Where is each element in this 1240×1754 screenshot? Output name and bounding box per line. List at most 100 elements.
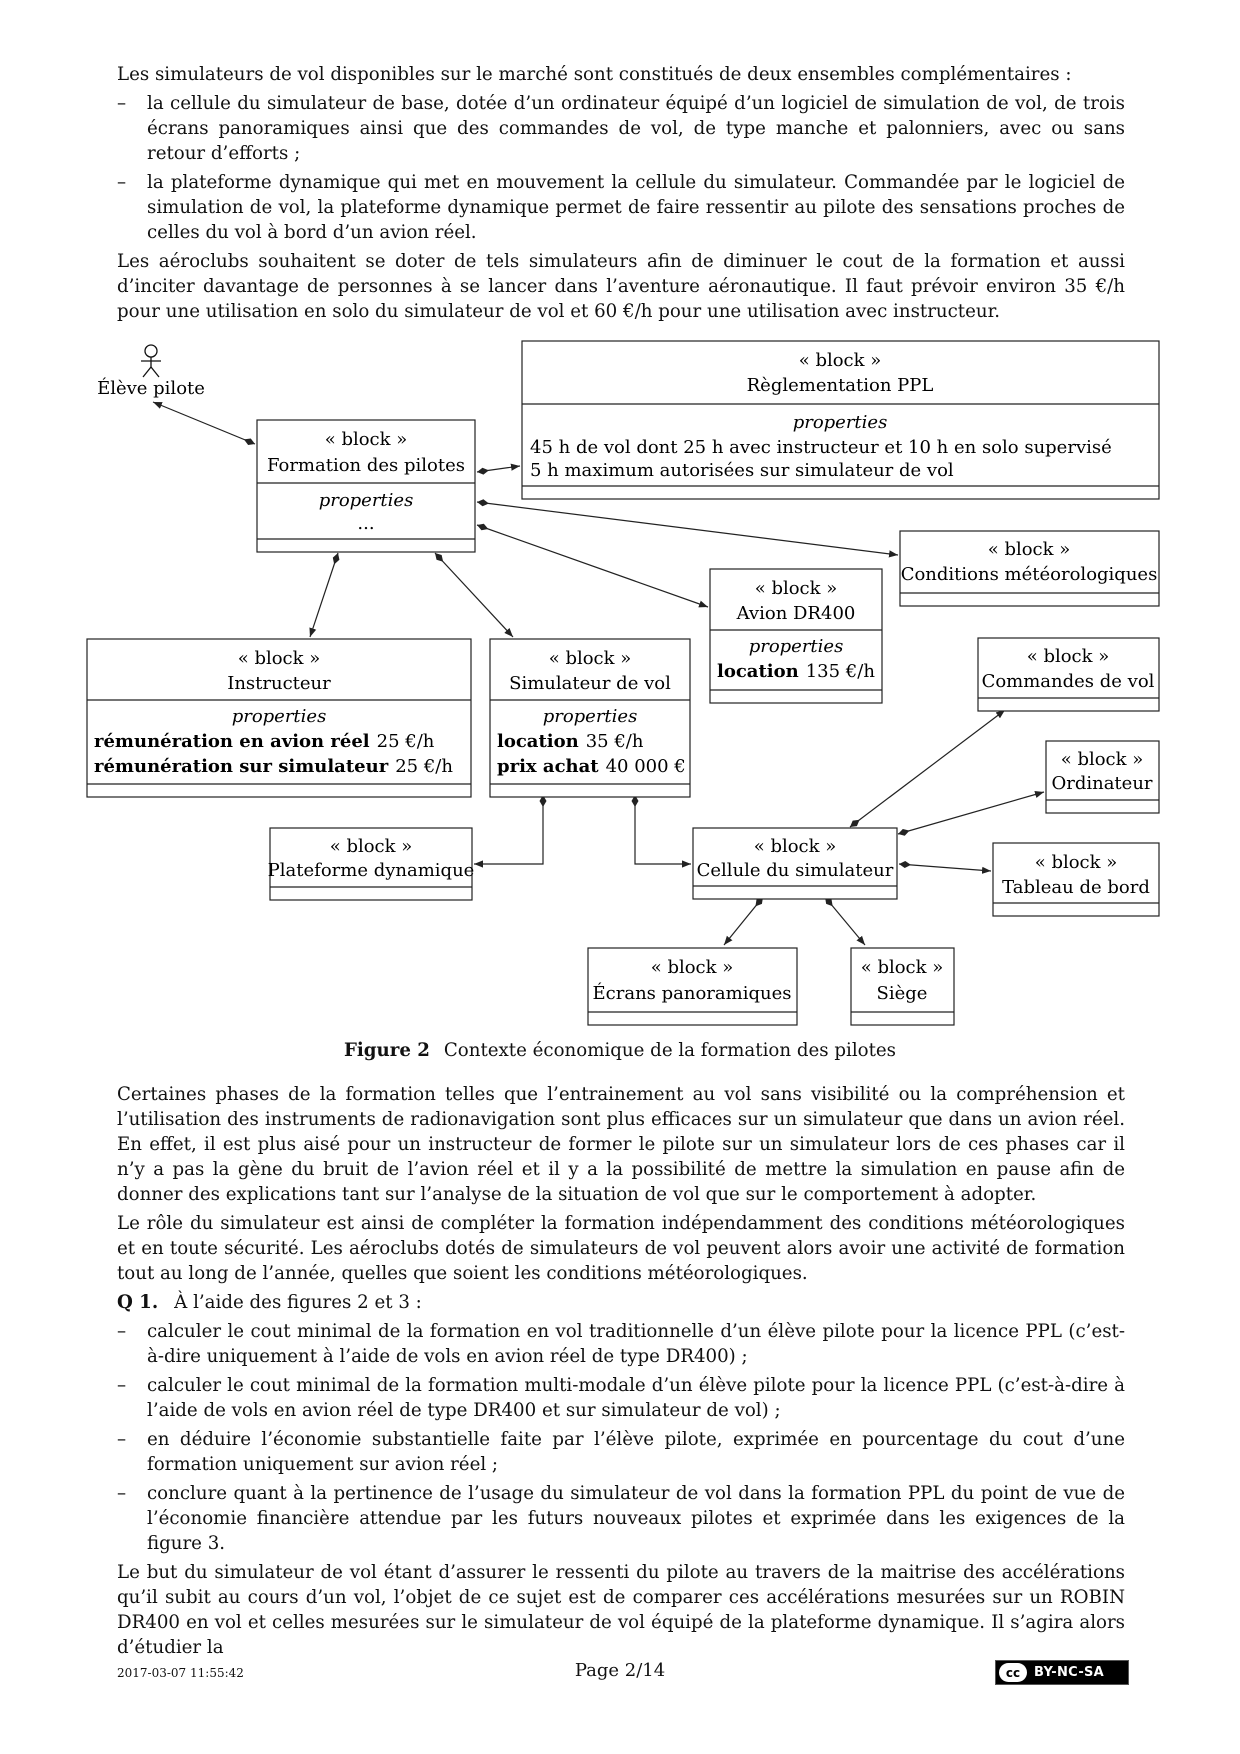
property-key: rémunération sur simulateur <box>94 756 389 777</box>
property-key: rémunération en avion réel <box>94 731 370 752</box>
block-conditions-meteorologiques <box>899 530 1160 607</box>
block-stereotype: « block » <box>549 648 632 669</box>
question-bullet: –calculer le cout minimal de la formatio… <box>117 1321 1125 1367</box>
block-stereotype: « block » <box>1061 749 1144 770</box>
actor-head <box>144 344 158 358</box>
properties-label: properties <box>793 412 888 433</box>
block-ecrans-panoramiques <box>587 947 798 1026</box>
properties-label: properties <box>749 636 844 657</box>
question-lead: À l’aide des figures 2 et 3 : <box>174 1292 422 1313</box>
license-badge: cc BY-NC-SA <box>995 1660 1129 1685</box>
question-bullet-text: calculer le cout minimal de la formation… <box>147 1375 1125 1421</box>
link-simulateur-cellule <box>631 795 691 868</box>
question-bullet: –en déduire l’économie substantielle fai… <box>117 1429 1125 1475</box>
block-commandes-de-vol <box>977 637 1160 712</box>
property-line: ... <box>357 513 374 534</box>
block-name: Cellule du simulateur <box>697 860 894 881</box>
block-stereotype: « block » <box>325 429 408 450</box>
intro-bullet: –la cellule du simulateur de base, dotée… <box>117 93 1125 164</box>
block-formation-des-pilotes <box>256 419 476 553</box>
block-plateforme-dynamique <box>269 827 473 901</box>
creative-commons-icon: cc <box>999 1663 1027 1682</box>
property-value: 25 €/h <box>377 731 435 752</box>
question-bullet-text: calculer le cout minimal de la formation… <box>147 1321 1125 1367</box>
property-value: 135 €/h <box>806 661 876 682</box>
closing-paragraph: Le but du simulateur de vol étant d’assu… <box>117 1562 1125 1658</box>
block-name: Règlementation PPL <box>747 375 934 396</box>
block-instructeur <box>86 638 472 798</box>
link-eleve-formation <box>152 401 256 445</box>
property-value: 35 €/h <box>586 731 644 752</box>
block-name: Ordinateur <box>1051 773 1152 794</box>
block-stereotype: « block » <box>238 648 321 669</box>
actor-eleve-pilote <box>141 344 161 378</box>
block-stereotype: « block » <box>754 836 837 857</box>
figure-label: Figure 2 <box>343 1040 430 1061</box>
block-name: Plateforme dynamique <box>268 860 475 881</box>
property-line: rémunération en avion réel 25 €/h <box>94 731 435 752</box>
body-section: Certaines phases de la formation telles … <box>117 1082 1125 1664</box>
link-cellule-ordinateur <box>897 791 1045 836</box>
body-paragraph: Le rôle du simulateur est ainsi de compl… <box>117 1213 1125 1284</box>
intro-paragraph: Les aéroclubs souhaitent se doter de tel… <box>117 251 1125 322</box>
block-stereotype: « block » <box>799 350 882 371</box>
block-reglementation-ppl <box>521 340 1160 500</box>
link-formation-simulateur <box>434 552 514 638</box>
question-bullet: –conclure quant à la pertinence de l’usa… <box>117 1483 1125 1554</box>
figure-caption-text: Contexte économique de la formation des … <box>443 1040 896 1061</box>
property-value: 25 €/h <box>395 756 453 777</box>
intro-bullet-text: la plateforme dynamique qui met en mouve… <box>147 172 1125 243</box>
block-stereotype: « block » <box>861 957 944 978</box>
properties-label: properties <box>543 706 638 727</box>
block-name: Commandes de vol <box>982 671 1155 692</box>
link-cellule-siege <box>824 896 866 946</box>
block-siege <box>850 947 955 1026</box>
block-simulateur-de-vol <box>489 638 691 798</box>
properties-label: properties <box>232 706 327 727</box>
link-cellule-commandes <box>849 709 1006 828</box>
property-key: location <box>717 661 799 682</box>
block-stereotype: « block » <box>330 836 413 857</box>
intro-section: Les simulateurs de vol disponibles sur l… <box>117 62 1125 328</box>
actor-label: Élève pilote <box>97 376 205 399</box>
page-number: Page 2/14 <box>574 1660 666 1681</box>
block-cellule-du-simulateur <box>692 827 898 900</box>
link-simulateur-plateforme <box>474 795 547 868</box>
question-bullet-text: en déduire l’économie substantielle fait… <box>147 1429 1125 1475</box>
block-stereotype: « block » <box>755 578 838 599</box>
block-name: Instructeur <box>227 673 331 694</box>
question-bullet: –calculer le cout minimal de la formatio… <box>117 1375 1125 1421</box>
block-name: Siège <box>877 983 928 1004</box>
property-line: rémunération sur simulateur 25 €/h <box>94 756 453 777</box>
link-formation-avion <box>476 523 709 608</box>
figure-caption: Figure 2 Contexte économique de la format… <box>0 1040 1240 1061</box>
question-bullet-text: conclure quant à la pertinence de l’usag… <box>147 1483 1125 1554</box>
property-key: location <box>497 731 579 752</box>
property-key: prix achat <box>497 756 599 777</box>
block-name: Avion DR400 <box>736 603 856 624</box>
link-cellule-tableau <box>898 860 992 874</box>
property-line: prix achat 40 000 € <box>497 756 686 777</box>
block-name: Conditions météorologiques <box>901 564 1158 585</box>
link-formation-instructeur <box>309 552 340 638</box>
block-name: Formation des pilotes <box>267 455 465 476</box>
intro-bullet-text: la cellule du simulateur de base, dotée … <box>147 93 1125 164</box>
property-line: location 35 €/h <box>497 731 644 752</box>
block-stereotype: « block » <box>1035 852 1118 873</box>
block-stereotype: « block » <box>988 539 1071 560</box>
block-name: Simulateur de vol <box>509 673 671 694</box>
block-tableau-de-bord <box>992 842 1160 917</box>
intro-lead: Les simulateurs de vol disponibles sur l… <box>117 64 1072 85</box>
body-paragraph: Certaines phases de la formation telles … <box>117 1084 1125 1205</box>
property-line: 5 h maximum autorisées sur simulateur de… <box>530 460 954 481</box>
block-stereotype: « block » <box>651 957 734 978</box>
property-value: 40 000 € <box>606 756 686 777</box>
property-line: location 135 €/h <box>717 661 875 682</box>
block-name: Écrans panoramiques <box>593 981 792 1004</box>
footer-date: 2017-03-07 11:55:42 <box>117 1666 244 1680</box>
intro-bullet: –la plateforme dynamique qui met en mouv… <box>117 172 1125 243</box>
block-ordinateur <box>1045 740 1160 814</box>
property-line: 45 h de vol dont 25 h avec instructeur e… <box>530 437 1112 458</box>
properties-label: properties <box>319 490 414 511</box>
link-formation-reglementation <box>476 463 521 475</box>
